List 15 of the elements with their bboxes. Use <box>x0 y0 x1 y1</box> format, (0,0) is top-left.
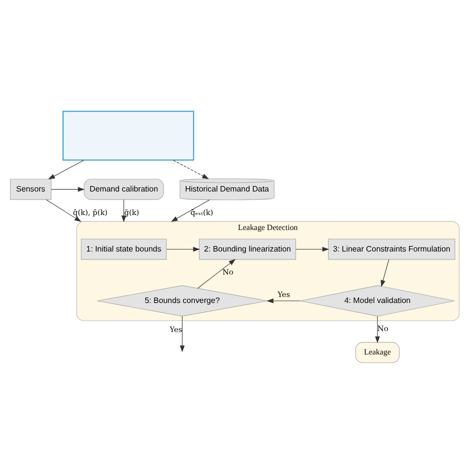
arrow <box>180 316 185 352</box>
node-box <box>62 110 194 161</box>
arrow <box>170 200 210 222</box>
arrow <box>166 246 200 252</box>
arrow <box>50 186 85 192</box>
arrow <box>198 259 236 289</box>
node-box: Leakage <box>355 342 400 364</box>
arrow <box>296 246 330 252</box>
arrow <box>46 199 82 222</box>
arrow <box>266 298 300 304</box>
arrow <box>375 316 380 344</box>
arrow <box>380 259 390 288</box>
arrow <box>172 160 209 180</box>
arrow <box>121 199 126 222</box>
arrow <box>48 160 84 180</box>
